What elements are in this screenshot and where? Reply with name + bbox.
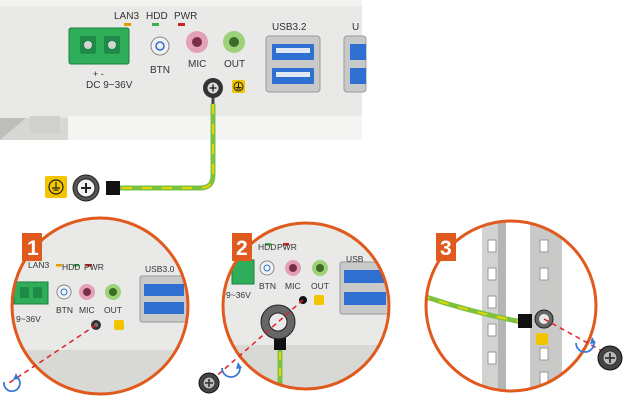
led-lan-label: LAN3 [114, 11, 139, 22]
usb-port-stack [265, 35, 321, 93]
step3-rotate-icon [575, 342, 595, 353]
step2-pwr-label: PWR [277, 242, 297, 252]
step2-mic-label: MIC [285, 281, 301, 291]
step1-rotate-icon [3, 377, 21, 393]
led-pwr-label: PWR [174, 11, 197, 22]
step1-btn-label: BTN [56, 305, 73, 315]
step1-pwr-label: PWR [84, 262, 104, 272]
step1-hdd-label: HDD [62, 262, 80, 272]
step2-btn-label: BTN [259, 281, 276, 291]
dc-terminal-block [68, 27, 130, 65]
step-3-badge [436, 233, 456, 261]
ground-wire-stripe [115, 104, 214, 189]
step1-guide-line [5, 324, 97, 386]
ground-lug-loose [72, 174, 100, 202]
btn-label: BTN [150, 65, 170, 76]
step-3-number: 3 [440, 237, 452, 260]
led-pwr-indicator [178, 23, 185, 26]
step2-rotate-arrowhead [236, 362, 242, 369]
step-2-badge [232, 233, 252, 261]
step1-lan-label: LAN3 [28, 260, 50, 270]
usb-label: USB3.2 [272, 22, 307, 33]
led-lan-indicator [124, 23, 131, 26]
dc-voltage-label: DC 9~36V [86, 80, 133, 91]
step1-dc-label: 9~36V [16, 314, 41, 324]
wire-crimp [106, 181, 120, 195]
screw-icon-step2 [198, 372, 220, 394]
step2-rotate-icon [221, 367, 241, 378]
usb-port-stack-2 [343, 35, 367, 93]
step-2-number: 2 [236, 237, 248, 260]
step-1-callout: LAN3 HDD PWR BTN MIC OUT 9~36V USB3.0 [10, 216, 190, 396]
step1-out-label: OUT [104, 305, 122, 315]
step2-hdd-label: HDD [258, 242, 276, 252]
dc-polarity-label: + - [93, 69, 104, 79]
mic-jack [186, 31, 208, 53]
out-label: OUT [224, 59, 245, 70]
step1-rotate-arrowhead [13, 373, 19, 380]
step1-usb-label: USB3.0 [145, 264, 175, 274]
ground-symbol-icon [45, 176, 67, 198]
usb-label-cut: U [352, 22, 359, 33]
led-hdd-label: HDD [146, 11, 168, 22]
led-hdd-indicator [152, 23, 159, 26]
step2-usb-label: USB [346, 254, 364, 264]
power-button[interactable] [150, 36, 170, 56]
step2-out-label: OUT [311, 281, 329, 291]
step1-mic-label: MIC [79, 305, 95, 315]
screw-icon-step3 [597, 345, 623, 371]
step-1-badge [22, 233, 42, 261]
line-out-jack [223, 31, 245, 53]
ground-badge [232, 80, 245, 93]
step-1-number: 1 [27, 237, 39, 260]
step3-rotate-arrowhead [590, 337, 596, 344]
step2-guide-line [211, 299, 304, 381]
ground-screw [203, 78, 223, 108]
mic-label: MIC [188, 59, 206, 70]
step-2-callout: HDD PWR BTN MIC OUT 9~36V USB [221, 221, 391, 391]
step2-dc-label: 9~36V [226, 290, 251, 300]
